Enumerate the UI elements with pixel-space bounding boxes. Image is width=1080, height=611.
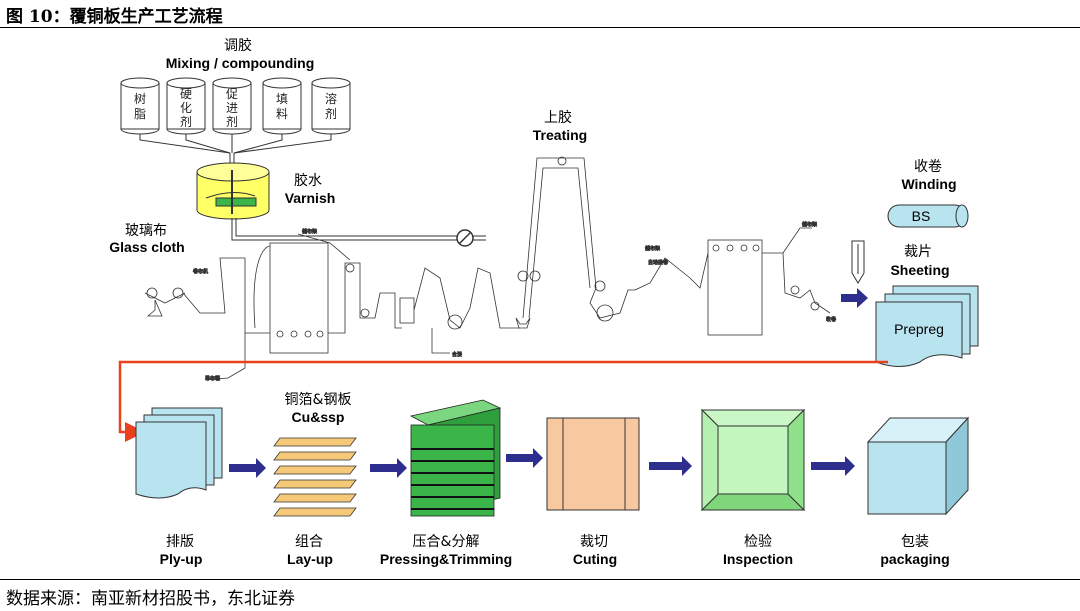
prepreg-stack: Prepreg [875,285,979,367]
treating-cn: 上胶 [544,109,572,126]
step-cuting-cn: 裁切 [580,534,608,550]
arrow-5 [811,456,855,476]
step-labels: 排版 Ply-up 组合 Lay-up 压合&分解 Pressing&Trimm… [160,534,950,567]
svg-text:储布架: 储布架 [302,228,317,235]
tank-accelerator: 促 进 剂 [212,77,252,135]
arrow-2 [370,458,407,478]
svg-text:剂: 剂 [180,114,192,129]
step-inspection-cn: 检验 [744,534,772,550]
varnish-tank [196,162,270,220]
plyup-sheets [135,407,223,499]
svg-text:BS: BS [912,208,931,224]
cutter-knife [851,240,865,284]
bottom-rule [0,579,1080,580]
svg-text:导布辊: 导布辊 [205,375,220,382]
treating-en: Treating [533,127,587,143]
packaging-box [866,416,970,516]
cuting-panel [546,417,640,511]
svg-text:硬: 硬 [180,87,192,101]
step-packaging-en: packaging [880,551,949,567]
svg-text:自动换卷: 自动换卷 [648,259,668,266]
arrow-1 [229,458,266,478]
cu-cn: 铜箔&钢板 [285,392,352,408]
mixing-cn: 调胶 [224,37,252,54]
return-line [118,360,888,442]
glass-en: Glass cloth [109,239,184,255]
source-note: 数据来源：南亚新材招股书，东北证券 [6,589,295,609]
tank-hardener: 硬 化 剂 [166,77,206,135]
step-layup-en: Lay-up [287,551,333,567]
tank-filler: 填 料 [262,77,302,135]
glass-cn: 玻璃布 [125,222,167,239]
pressing-stack [409,399,502,517]
varnish-en: Varnish [285,190,336,206]
step-layup-cn: 组合 [295,534,323,550]
svg-text:化: 化 [180,101,192,115]
svg-text:树: 树 [134,91,146,106]
svg-text:剂: 剂 [325,106,337,121]
prepreg-label: Prepreg [894,321,944,337]
winding-cn: 收卷 [914,159,942,175]
svg-text:料: 料 [276,107,288,121]
tank-resin: 树 脂 [120,77,160,135]
svg-text:填: 填 [276,92,288,106]
winding-en: Winding [901,176,956,192]
sheeting-arrow [841,288,868,308]
svg-text:剂: 剂 [226,114,238,129]
svg-text:脂: 脂 [134,106,146,121]
svg-text:卷布机: 卷布机 [193,268,208,275]
mixing-en: Mixing / compounding [166,55,315,71]
varnish-pipe [231,218,486,247]
svg-text:收卷: 收卷 [826,316,836,323]
svg-text:促: 促 [226,87,238,101]
step-plyup-cn: 排版 [166,534,194,550]
tank-solvent: 溶 剂 [311,77,351,135]
svg-text:储布架: 储布架 [802,221,817,228]
svg-text:含浸: 含浸 [452,351,462,358]
layup-stack [273,437,357,517]
svg-text:进: 进 [226,101,238,115]
step-plyup-en: Ply-up [160,551,203,567]
step-pressing-en: Pressing&Trimming [380,551,512,567]
arrow-4 [649,456,692,476]
ingredient-tanks: 树 脂 硬 化 剂 促 进 剂 填 料 [120,77,351,135]
step-cuting-en: Cuting [573,551,617,567]
treating-line: 卷布机 储布架 含浸 储布架 自动换卷 储布架 收卷 导布辊 [144,156,836,382]
bs-roll: BS [887,204,969,228]
sheeting-en: Sheeting [890,262,949,278]
svg-text:溶: 溶 [325,91,337,106]
process-diagram: 调胶 Mixing / compounding 树 脂 硬 化 剂 促 进 剂 [109,37,979,567]
step-pressing-cn: 压合&分解 [413,534,480,550]
arrow-3 [506,448,543,468]
cu-en: Cu&ssp [292,409,345,425]
figure-title: 图 10：覆铜板生产工艺流程 [6,7,223,27]
inspection-panel [700,408,806,512]
step-packaging-cn: 包装 [901,534,929,550]
flow-arrows [229,448,855,478]
varnish-cn: 胶水 [294,172,322,189]
svg-text:储布架: 储布架 [645,245,660,252]
sheeting-cn: 裁片 [904,244,932,260]
step-inspection-en: Inspection [723,551,793,567]
top-rule [0,27,1080,28]
